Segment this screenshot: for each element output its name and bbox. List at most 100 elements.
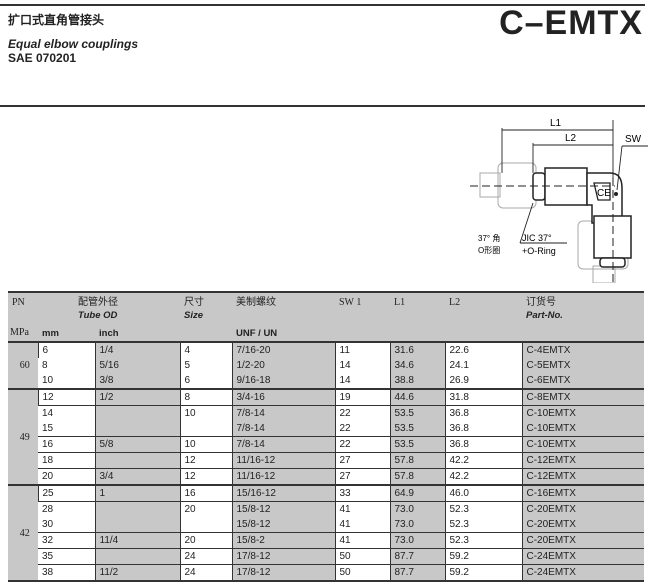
tube-mm-cell: 18 <box>38 452 95 469</box>
tube-mm-cell: 10 <box>38 373 95 389</box>
header-size-en: Size <box>180 309 232 322</box>
title-chinese: 扩口式直角管接头 <box>8 13 105 27</box>
l1-cell: 57.8 <box>389 468 445 485</box>
header-tube-en: Tube OD <box>38 309 180 322</box>
l2-cell: 52.3 <box>444 501 522 517</box>
l2-cell: 42.2 <box>444 452 522 469</box>
tube-mm-cell: 14 <box>38 405 95 421</box>
part-no-cell: C-12EMTX <box>521 452 644 469</box>
l2-cell: 42.2 <box>444 468 522 485</box>
size-cell: 20 <box>179 532 232 549</box>
tube-inch-cell <box>94 517 180 533</box>
header-l2: L2 <box>445 292 522 309</box>
l1-cell: 87.7 <box>389 548 445 565</box>
tube-inch-cell <box>94 501 180 517</box>
sw1-cell: 27 <box>334 468 390 485</box>
sw1-cell: 50 <box>334 548 390 565</box>
tube-inch-cell <box>94 421 180 437</box>
part-no-cell: C-6EMTX <box>521 373 644 389</box>
tube-inch-cell <box>94 452 180 469</box>
l2-cell: 52.3 <box>444 532 522 549</box>
tube-inch-cell: 1/4 <box>94 341 180 358</box>
header-mm: mm <box>38 322 95 342</box>
tube-inch-cell: 11/4 <box>94 532 180 549</box>
l2-cell: 26.9 <box>444 373 522 389</box>
part-no-cell: C-10EMTX <box>521 421 644 437</box>
l2-cell: 46.0 <box>444 484 522 502</box>
header-pn: PN <box>8 292 38 309</box>
tube-inch-cell: 1 <box>94 484 180 502</box>
size-cell: 6 <box>179 373 232 389</box>
header-tube-cn: 配管外径 <box>38 292 180 309</box>
size-cell: 24 <box>179 564 232 581</box>
pressure-cell: 49 <box>8 388 38 485</box>
dimension-table: PN 配管外径 尺寸 美制螺纹 SW 1 L1 L2 订货号 Tube OD S… <box>8 291 644 582</box>
l1-cell: 31.6 <box>389 341 445 358</box>
l1-label: L1 <box>550 118 562 129</box>
tube-mm-cell: 6 <box>37 341 95 358</box>
thread-cell: 9/16-18 <box>231 373 335 389</box>
tube-inch-cell: 3/4 <box>94 468 180 485</box>
l1-cell: 53.5 <box>389 405 445 421</box>
sw1-cell: 11 <box>334 341 390 358</box>
product-code: C–EMTX <box>499 4 643 42</box>
top-rule <box>0 4 645 6</box>
tube-mm-cell: 16 <box>38 436 95 453</box>
size-cell: 4 <box>179 341 232 358</box>
tube-mm-cell: 15 <box>38 421 95 437</box>
l1-cell: 73.0 <box>389 532 445 549</box>
part-no-cell: C-10EMTX <box>521 436 644 453</box>
thread-cell: 7/8-14 <box>231 405 335 421</box>
l2-cell: 59.2 <box>444 564 522 581</box>
l2-cell: 36.8 <box>444 405 522 421</box>
size-cell <box>179 517 232 533</box>
thread-cell: 11/16-12 <box>231 468 335 485</box>
l2-label: L2 <box>565 133 577 144</box>
header-thread-cn: 美制螺纹 <box>232 292 335 309</box>
l1-cell: 34.6 <box>389 358 445 373</box>
l1-cell: 44.6 <box>389 388 445 406</box>
title-english: Equal elbow couplings <box>8 37 139 51</box>
tube-inch-cell: 5/16 <box>94 358 180 373</box>
header-part-en: Part-No. <box>522 309 644 322</box>
thread-cell: 15/8-12 <box>231 517 335 533</box>
tube-mm-cell: 30 <box>38 517 95 533</box>
sw1-cell: 41 <box>334 501 390 517</box>
tube-mm-cell: 25 <box>37 484 95 502</box>
pressure-cell: 42 <box>8 484 38 581</box>
part-no-cell: C-24EMTX <box>521 548 644 565</box>
part-no-cell: C-12EMTX <box>521 468 644 485</box>
sw1-cell: 50 <box>334 564 390 581</box>
thread-cell: 3/4-16 <box>231 388 335 406</box>
size-cell: 12 <box>179 468 232 485</box>
note-cn-2: O形圈 <box>478 246 500 255</box>
l1-cell: 57.8 <box>389 452 445 469</box>
sw-label: SW <box>625 134 642 145</box>
header-size-cn: 尺寸 <box>180 292 232 309</box>
thread-cell: 7/16-20 <box>231 341 335 358</box>
part-no-cell: C-24EMTX <box>521 564 644 581</box>
thread-cell: 7/8-14 <box>231 436 335 453</box>
l2-cell: 59.2 <box>444 548 522 565</box>
elbow-fitting-diagram: CE L1 L2 SW 37° 角 O形圈 JIC 37° +O-Ring <box>470 118 648 283</box>
header-l1: L1 <box>390 292 445 309</box>
size-cell: 10 <box>179 405 232 421</box>
tube-mm-cell: 20 <box>38 468 95 485</box>
header-thread-en: UNF / UN <box>232 322 335 342</box>
part-no-cell: C-10EMTX <box>521 405 644 421</box>
l1-cell: 38.8 <box>389 373 445 389</box>
thread-cell: 17/8-12 <box>231 548 335 565</box>
size-cell: 10 <box>179 436 232 453</box>
tube-mm-cell: 28 <box>38 501 95 517</box>
part-no-cell: C-4EMTX <box>521 341 644 358</box>
tube-inch-cell: 5/8 <box>94 436 180 453</box>
sw1-cell: 41 <box>334 532 390 549</box>
